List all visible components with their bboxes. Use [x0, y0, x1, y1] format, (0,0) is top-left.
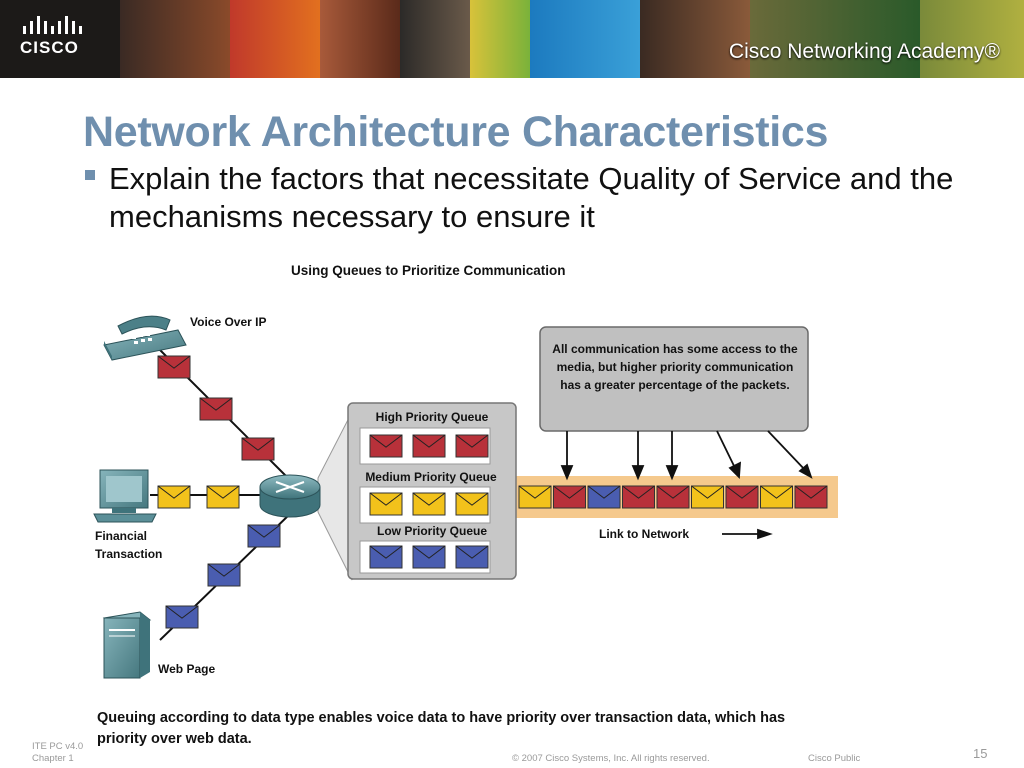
diagram-title: Using Queues to Prioritize Communication [291, 263, 566, 278]
packet-envelope-icon [369, 545, 403, 569]
footer-chapter: Chapter 1 [32, 753, 74, 764]
packet-envelope-icon [691, 485, 724, 509]
banner-photo [320, 0, 400, 78]
banner-photo [400, 0, 470, 78]
packet-envelope-icon [157, 485, 191, 509]
link-to-network-label: Link to Network [599, 527, 689, 541]
diagram-caption: Queuing according to data type enables v… [97, 710, 786, 747]
header-banner: CISCO Cisco Networking Academy® [0, 0, 1024, 78]
callout-line: All communication has some access to the [552, 342, 798, 356]
packet-envelope-icon [518, 485, 552, 509]
packet-envelope-icon [455, 492, 489, 516]
packet-envelope-icon [206, 485, 240, 509]
financial-transaction-label-2: Transaction [95, 547, 162, 561]
packets [157, 355, 828, 629]
footer-copyright: © 2007 Cisco Systems, Inc. All rights re… [512, 753, 710, 764]
page-number: 15 [973, 746, 988, 761]
banner-photo [530, 0, 640, 78]
packet-envelope-icon [412, 434, 446, 458]
router-icon [259, 474, 321, 518]
footer-classification: Cisco Public [808, 753, 861, 764]
packet-envelope-icon [656, 485, 690, 509]
packet-envelope-icon [165, 605, 199, 629]
queue-zoom-wedge [317, 411, 353, 581]
banner-photo [120, 0, 230, 78]
academy-label: Cisco Networking Academy® [728, 40, 1000, 63]
packet-envelope-icon [760, 485, 793, 509]
banner-photo [640, 0, 750, 78]
financial-transaction-label-1: Financial [95, 529, 147, 543]
packet-envelope-icon [412, 492, 446, 516]
packet-envelope-icon [157, 355, 191, 379]
banner-photo [230, 0, 320, 78]
packet-envelope-icon [369, 434, 403, 458]
high-priority-queue-label: High Priority Queue [376, 410, 489, 424]
packet-envelope-icon [199, 397, 233, 421]
ip-phone-icon [103, 315, 187, 361]
callout-line: media, but higher priority communication [557, 360, 794, 374]
packet-envelope-icon [455, 545, 489, 569]
computer-icon [93, 469, 157, 523]
callout-arrows [560, 430, 813, 481]
banner-photo [470, 0, 530, 78]
banner-photo [750, 0, 920, 78]
packet-envelope-icon [622, 485, 655, 509]
packet-envelope-icon [455, 434, 489, 458]
packet-envelope-icon [587, 485, 621, 509]
packet-envelope-icon [247, 524, 281, 548]
callout-box [539, 326, 809, 432]
packet-envelope-icon [794, 485, 828, 509]
web-server-icon [102, 611, 152, 679]
low-priority-queue-label: Low Priority Queue [377, 524, 487, 538]
packet-envelope-icon [725, 485, 759, 509]
bullet-text: Explain the factors that necessitate Qua… [109, 161, 954, 234]
cisco-bars-icon [23, 16, 82, 34]
bullet-square-icon [85, 170, 95, 180]
cisco-wordmark: CISCO [20, 38, 79, 57]
banner-photo [920, 0, 1024, 78]
medium-priority-queue-label: Medium Priority Queue [365, 470, 497, 484]
packet-envelope-icon [241, 437, 275, 461]
packet-envelope-icon [412, 545, 446, 569]
footer-course: ITE PC v4.0 [32, 741, 84, 752]
packet-envelope-icon [369, 492, 403, 516]
callout-line: has a greater percentage of the packets. [560, 378, 789, 392]
web-page-label: Web Page [158, 662, 215, 676]
cisco-logo: CISCO [18, 14, 96, 64]
link-direction-arrow [722, 528, 773, 540]
voice-over-ip-label: Voice Over IP [190, 315, 266, 329]
packet-envelope-icon [553, 485, 586, 509]
packet-envelope-icon [207, 563, 241, 587]
slide-title: Network Architecture Characteristics [83, 108, 829, 156]
qos-diagram: Using Queues to Prioritize Communication… [93, 263, 838, 679]
